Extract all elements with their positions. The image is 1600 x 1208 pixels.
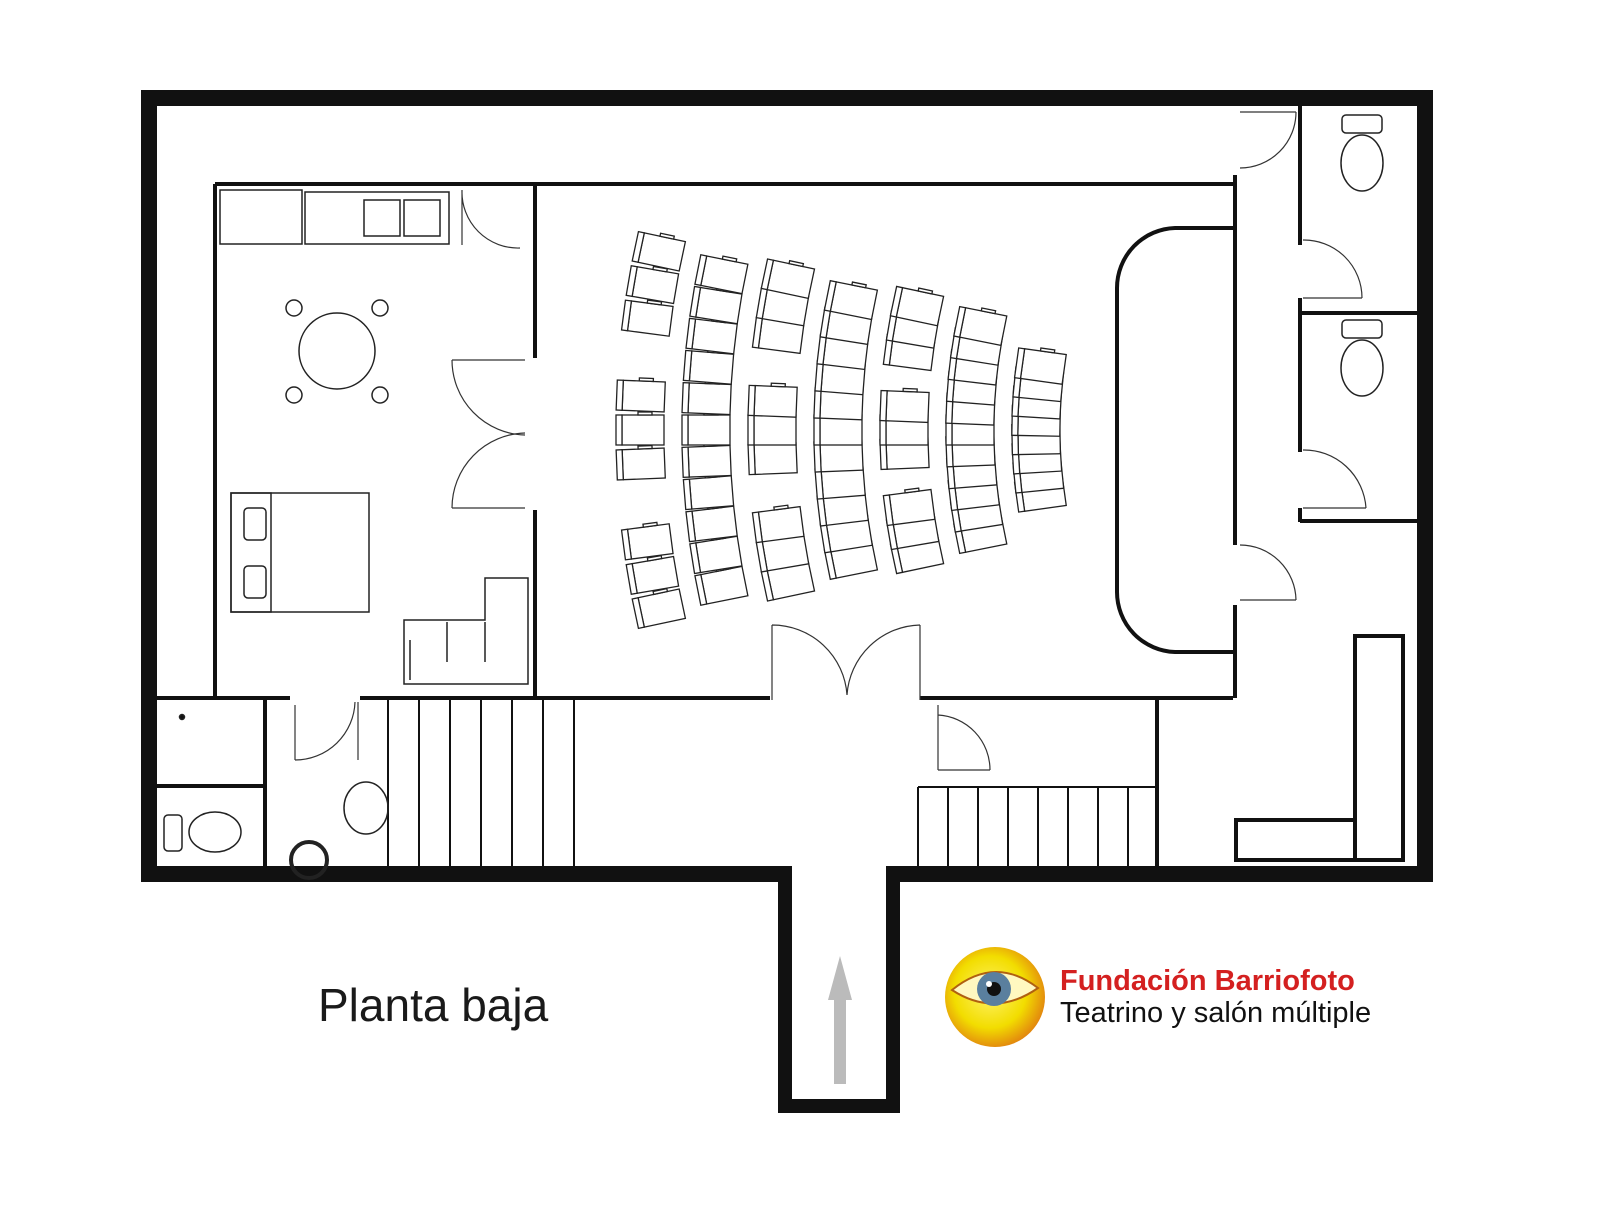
seat — [694, 254, 749, 295]
seat — [682, 348, 735, 385]
seat — [625, 265, 680, 305]
entrance-arrow-icon — [828, 956, 852, 1084]
seat — [625, 554, 680, 595]
seat — [747, 382, 798, 418]
seat — [620, 299, 674, 337]
audience-seating — [615, 230, 1067, 630]
seat — [615, 411, 665, 446]
interior-walls — [157, 106, 1417, 866]
doors — [294, 111, 1367, 771]
washbasin — [343, 781, 389, 835]
bed — [230, 492, 370, 613]
seat — [953, 305, 1008, 347]
kitchen-sink — [304, 191, 450, 245]
plan-title: Planta baja — [318, 979, 549, 1031]
furniture — [163, 114, 1384, 880]
seat — [694, 565, 749, 606]
seat — [631, 587, 687, 630]
seat — [889, 285, 945, 327]
seat — [615, 444, 666, 481]
seat — [620, 521, 674, 561]
seat — [819, 513, 874, 554]
seat — [755, 287, 810, 327]
seat — [682, 473, 735, 511]
seat — [685, 503, 738, 543]
toilet — [1340, 134, 1384, 192]
seat — [760, 258, 816, 300]
seat — [747, 411, 797, 446]
sofa — [403, 577, 529, 685]
counter — [219, 189, 303, 245]
seat — [751, 504, 805, 544]
seat — [681, 411, 731, 446]
toilet — [188, 811, 242, 853]
seat — [681, 379, 732, 416]
seat — [631, 230, 687, 272]
eye-logo-icon — [945, 947, 1045, 1047]
outer-walls — [141, 90, 1433, 1113]
toilet — [1340, 339, 1384, 397]
seat — [879, 387, 930, 424]
seat — [681, 442, 732, 479]
seat — [816, 332, 869, 371]
plan-subtitle: Teatrino y salón múltiple — [1060, 997, 1372, 1029]
seat — [823, 279, 879, 321]
seat — [755, 532, 810, 573]
stairs — [387, 700, 1157, 866]
seat — [882, 487, 936, 527]
organization-name: Fundación Barriofoto — [1060, 965, 1355, 997]
seat — [615, 377, 666, 413]
dining-table — [298, 312, 376, 390]
seat — [1013, 347, 1067, 385]
